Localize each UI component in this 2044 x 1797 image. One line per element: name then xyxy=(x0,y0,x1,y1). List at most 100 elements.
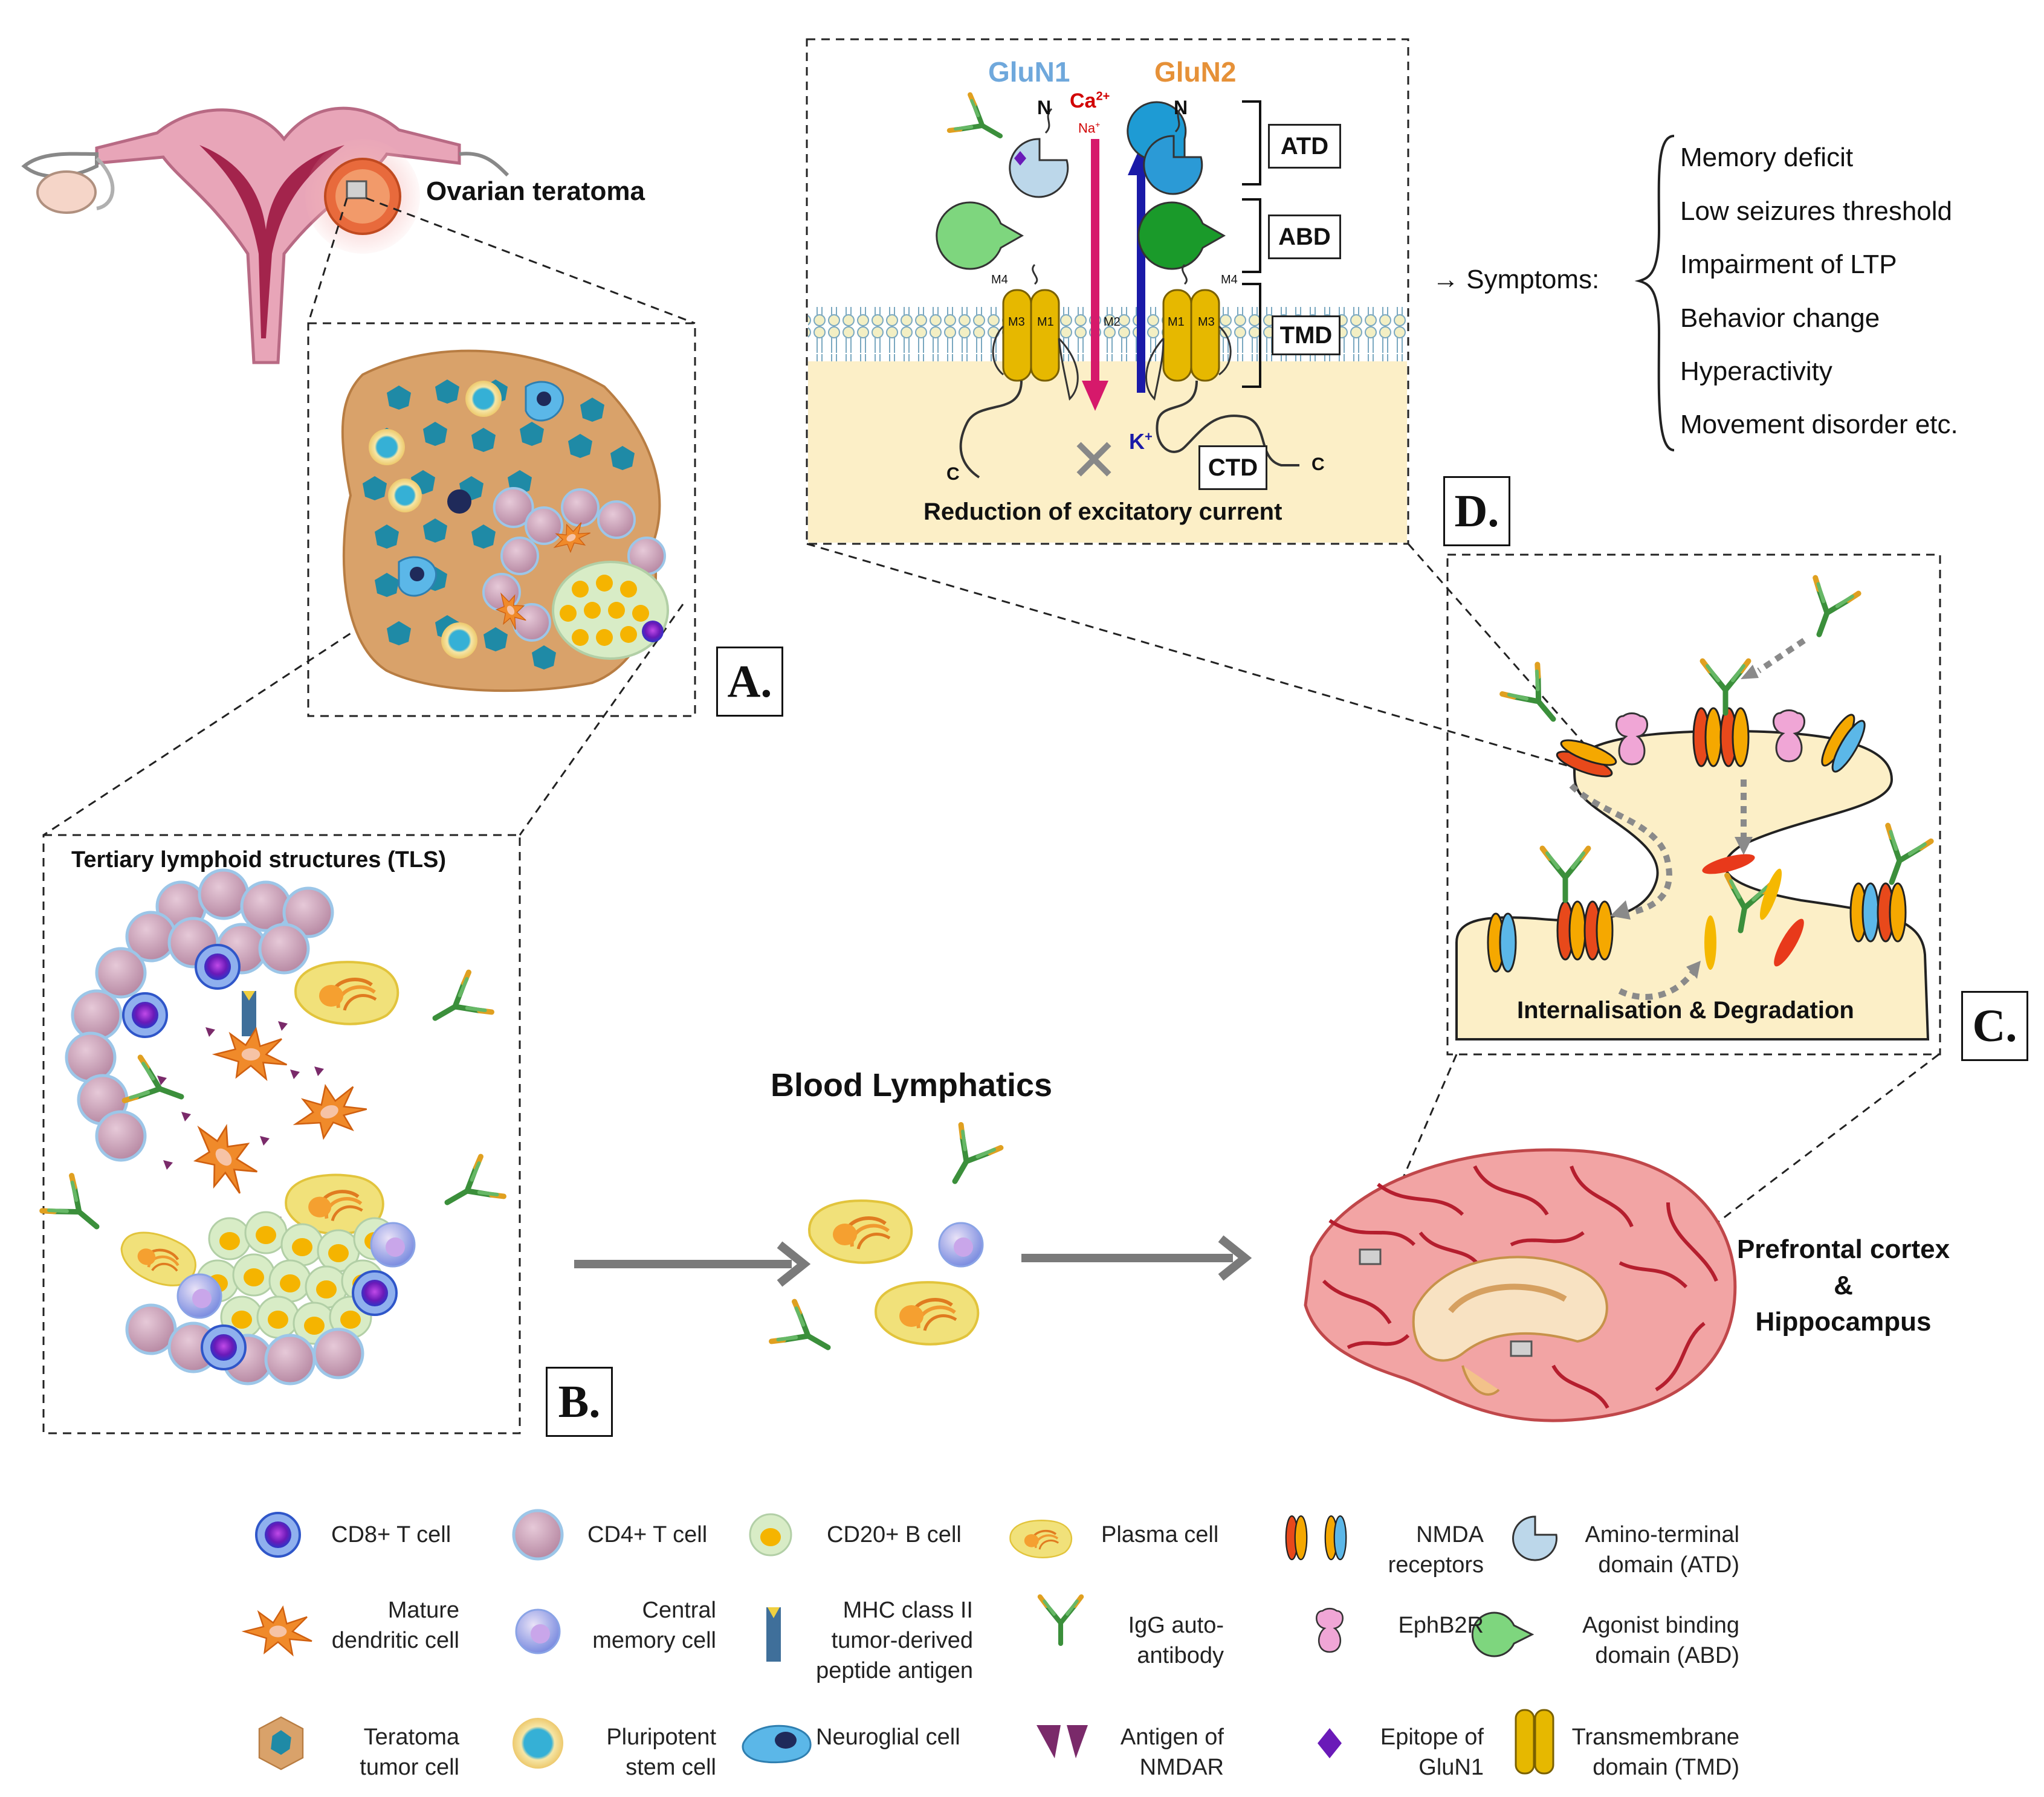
legend-nmda-l1: NMDA xyxy=(1416,1522,1484,1547)
legend-mhc-l3: peptide antigen xyxy=(816,1658,973,1683)
tmd-label: TMD xyxy=(1272,315,1341,355)
glun2-label: GluN2 xyxy=(1154,56,1237,88)
c-terminus-right: C xyxy=(1311,454,1325,474)
symptoms-arrow-label: → Symptoms: xyxy=(1432,265,1600,294)
legend-psc: Pluripotent stem cell xyxy=(568,1722,716,1782)
sodium-charge: + xyxy=(1095,120,1101,129)
glun1-label: GluN1 xyxy=(988,56,1070,88)
tls-title: Tertiary lymphoid structures (TLS) xyxy=(71,847,447,873)
brain-region-label: Prefrontal cortex & Hippocampus xyxy=(1716,1231,1970,1340)
symptoms-brace xyxy=(1634,135,1675,451)
m2-label: M2 xyxy=(1104,315,1121,329)
symptom-item: Hyperactivity xyxy=(1680,356,1832,386)
symptom-item: Memory deficit xyxy=(1680,143,1854,172)
legend-atd: Amino-terminal domain (ATD) xyxy=(1565,1520,1739,1580)
legend-cm-l2: memory cell xyxy=(592,1628,716,1653)
calcium-label: Ca2+ xyxy=(1070,89,1110,113)
panel-a-letter: A. xyxy=(716,647,783,717)
blood-lymphatics-label: Blood Lymphatics xyxy=(771,1067,1053,1103)
legend-icons xyxy=(243,1511,1557,1775)
brain-label-line1: Prefrontal cortex xyxy=(1736,1234,1950,1264)
panel-d-letter: D. xyxy=(1443,476,1510,546)
synapse-illustration xyxy=(1455,578,1931,1040)
m4-left-label: M4 xyxy=(991,273,1008,286)
m3-right-label: M3 xyxy=(1198,315,1215,329)
sodium-label: Na+ xyxy=(1078,120,1100,136)
sodium-text: Na xyxy=(1078,120,1096,136)
calcium-text: Ca xyxy=(1070,89,1096,112)
legend-epi-l1: Epitope of xyxy=(1380,1724,1484,1750)
legend-tmd-l2: domain (TMD) xyxy=(1593,1755,1739,1780)
legend-abd-l2: domain (ABD) xyxy=(1595,1643,1739,1668)
internalisation-caption: Internalisation & Degradation xyxy=(1517,997,1854,1024)
symptom-item: Impairment of LTP xyxy=(1680,250,1897,279)
legend-atd-l2: domain (ATD) xyxy=(1598,1552,1739,1578)
legend-plasma: Plasma cell xyxy=(1101,1522,1219,1547)
potassium-label: K+ xyxy=(1129,429,1153,454)
brain-illustration xyxy=(1304,1148,1737,1422)
brain-label-line2: & xyxy=(1834,1271,1853,1300)
legend-nmda-l2: receptors xyxy=(1388,1552,1484,1578)
legend-dc-l1: Mature xyxy=(387,1598,459,1623)
legend-tmd: Transmembrane domain (TMD) xyxy=(1565,1722,1739,1782)
legend-psc-l1: Pluripotent xyxy=(606,1724,716,1750)
m1-left-label: M1 xyxy=(1037,315,1054,329)
m1-right-label: M1 xyxy=(1168,315,1185,329)
blood-lymphatics-illustration xyxy=(574,1125,1252,1367)
c-terminus-left: C xyxy=(946,464,960,484)
potassium-text: K xyxy=(1129,429,1145,454)
legend-mhc-l1: MHC class II xyxy=(843,1598,973,1623)
legend-epi-l2: GluN1 xyxy=(1418,1755,1484,1780)
legend-ant-l2: NMDAR xyxy=(1139,1755,1224,1780)
panel-c-frame xyxy=(1446,553,1941,1056)
legend-cd20: CD20+ B cell xyxy=(827,1522,962,1547)
potassium-charge: + xyxy=(1145,429,1153,444)
legend-neuroglial: Neuroglial cell xyxy=(816,1724,960,1750)
legend-antigen: Antigen of NMDAR xyxy=(1094,1722,1224,1782)
legend-ter-l1: Teratoma xyxy=(363,1724,459,1750)
ovarian-teratoma-label: Ovarian teratoma xyxy=(426,176,645,206)
teratoma-tissue xyxy=(341,349,669,692)
receptor-illustration xyxy=(808,95,1407,543)
legend-igg-l2: antibody xyxy=(1137,1643,1224,1668)
legend-cm: Central memory cell xyxy=(568,1595,716,1656)
legend-abd-l1: Agonist binding xyxy=(1582,1613,1739,1638)
legend-tmd-l1: Transmembrane xyxy=(1571,1724,1739,1750)
calcium-charge: 2+ xyxy=(1096,89,1110,103)
legend-dc-l2: dendritic cell xyxy=(331,1628,459,1653)
legend-mhc: MHC class II tumor-derived peptide antig… xyxy=(792,1595,973,1686)
panel-b-frame xyxy=(42,834,521,1434)
symptom-item: Low seizures threshold xyxy=(1680,196,1953,226)
legend-nmda: NMDA receptors xyxy=(1360,1520,1484,1580)
abd-label: ABD xyxy=(1268,215,1341,259)
legend-teratoma: Teratoma tumor cell xyxy=(308,1722,459,1782)
legend-mhc-l2: tumor-derived xyxy=(831,1628,973,1653)
brain-label-line3: Hippocampus xyxy=(1755,1307,1932,1337)
legend-ter-l2: tumor cell xyxy=(360,1755,459,1780)
n-terminus-left: N xyxy=(1037,97,1052,118)
legend-eph: EphB2R xyxy=(1398,1613,1484,1638)
m4-right-label: M4 xyxy=(1221,273,1238,286)
panel-c-letter: C. xyxy=(1961,991,2028,1061)
symptom-item: Movement disorder etc. xyxy=(1680,410,1958,439)
legend-dc: Mature dendritic cell xyxy=(308,1595,459,1656)
n-terminus-right: N xyxy=(1174,97,1188,118)
atd-label: ATD xyxy=(1268,124,1341,169)
legend-psc-l2: stem cell xyxy=(626,1755,716,1780)
legend-cd4: CD4+ T cell xyxy=(587,1522,708,1547)
tls-illustration xyxy=(42,870,504,1384)
legend-cd8: CD8+ T cell xyxy=(331,1522,451,1547)
legend-epitope: Epitope of GluN1 xyxy=(1360,1722,1484,1782)
legend-igg-l1: IgG auto- xyxy=(1128,1613,1224,1638)
legend-ant-l1: Antigen of xyxy=(1120,1724,1224,1750)
legend-abd: Agonist binding domain (ABD) xyxy=(1565,1610,1739,1671)
m3-left-label: M3 xyxy=(1008,315,1025,329)
legend-cm-l1: Central xyxy=(642,1598,717,1623)
uterus-illustration xyxy=(21,106,509,364)
excitatory-current-caption: Reduction of excitatory current xyxy=(923,498,1282,525)
symptom-item: Behavior change xyxy=(1680,303,1880,333)
legend-atd-l1: Amino-terminal xyxy=(1585,1522,1739,1547)
ctd-label: CTD xyxy=(1198,445,1267,490)
panel-a-frame xyxy=(307,322,696,717)
